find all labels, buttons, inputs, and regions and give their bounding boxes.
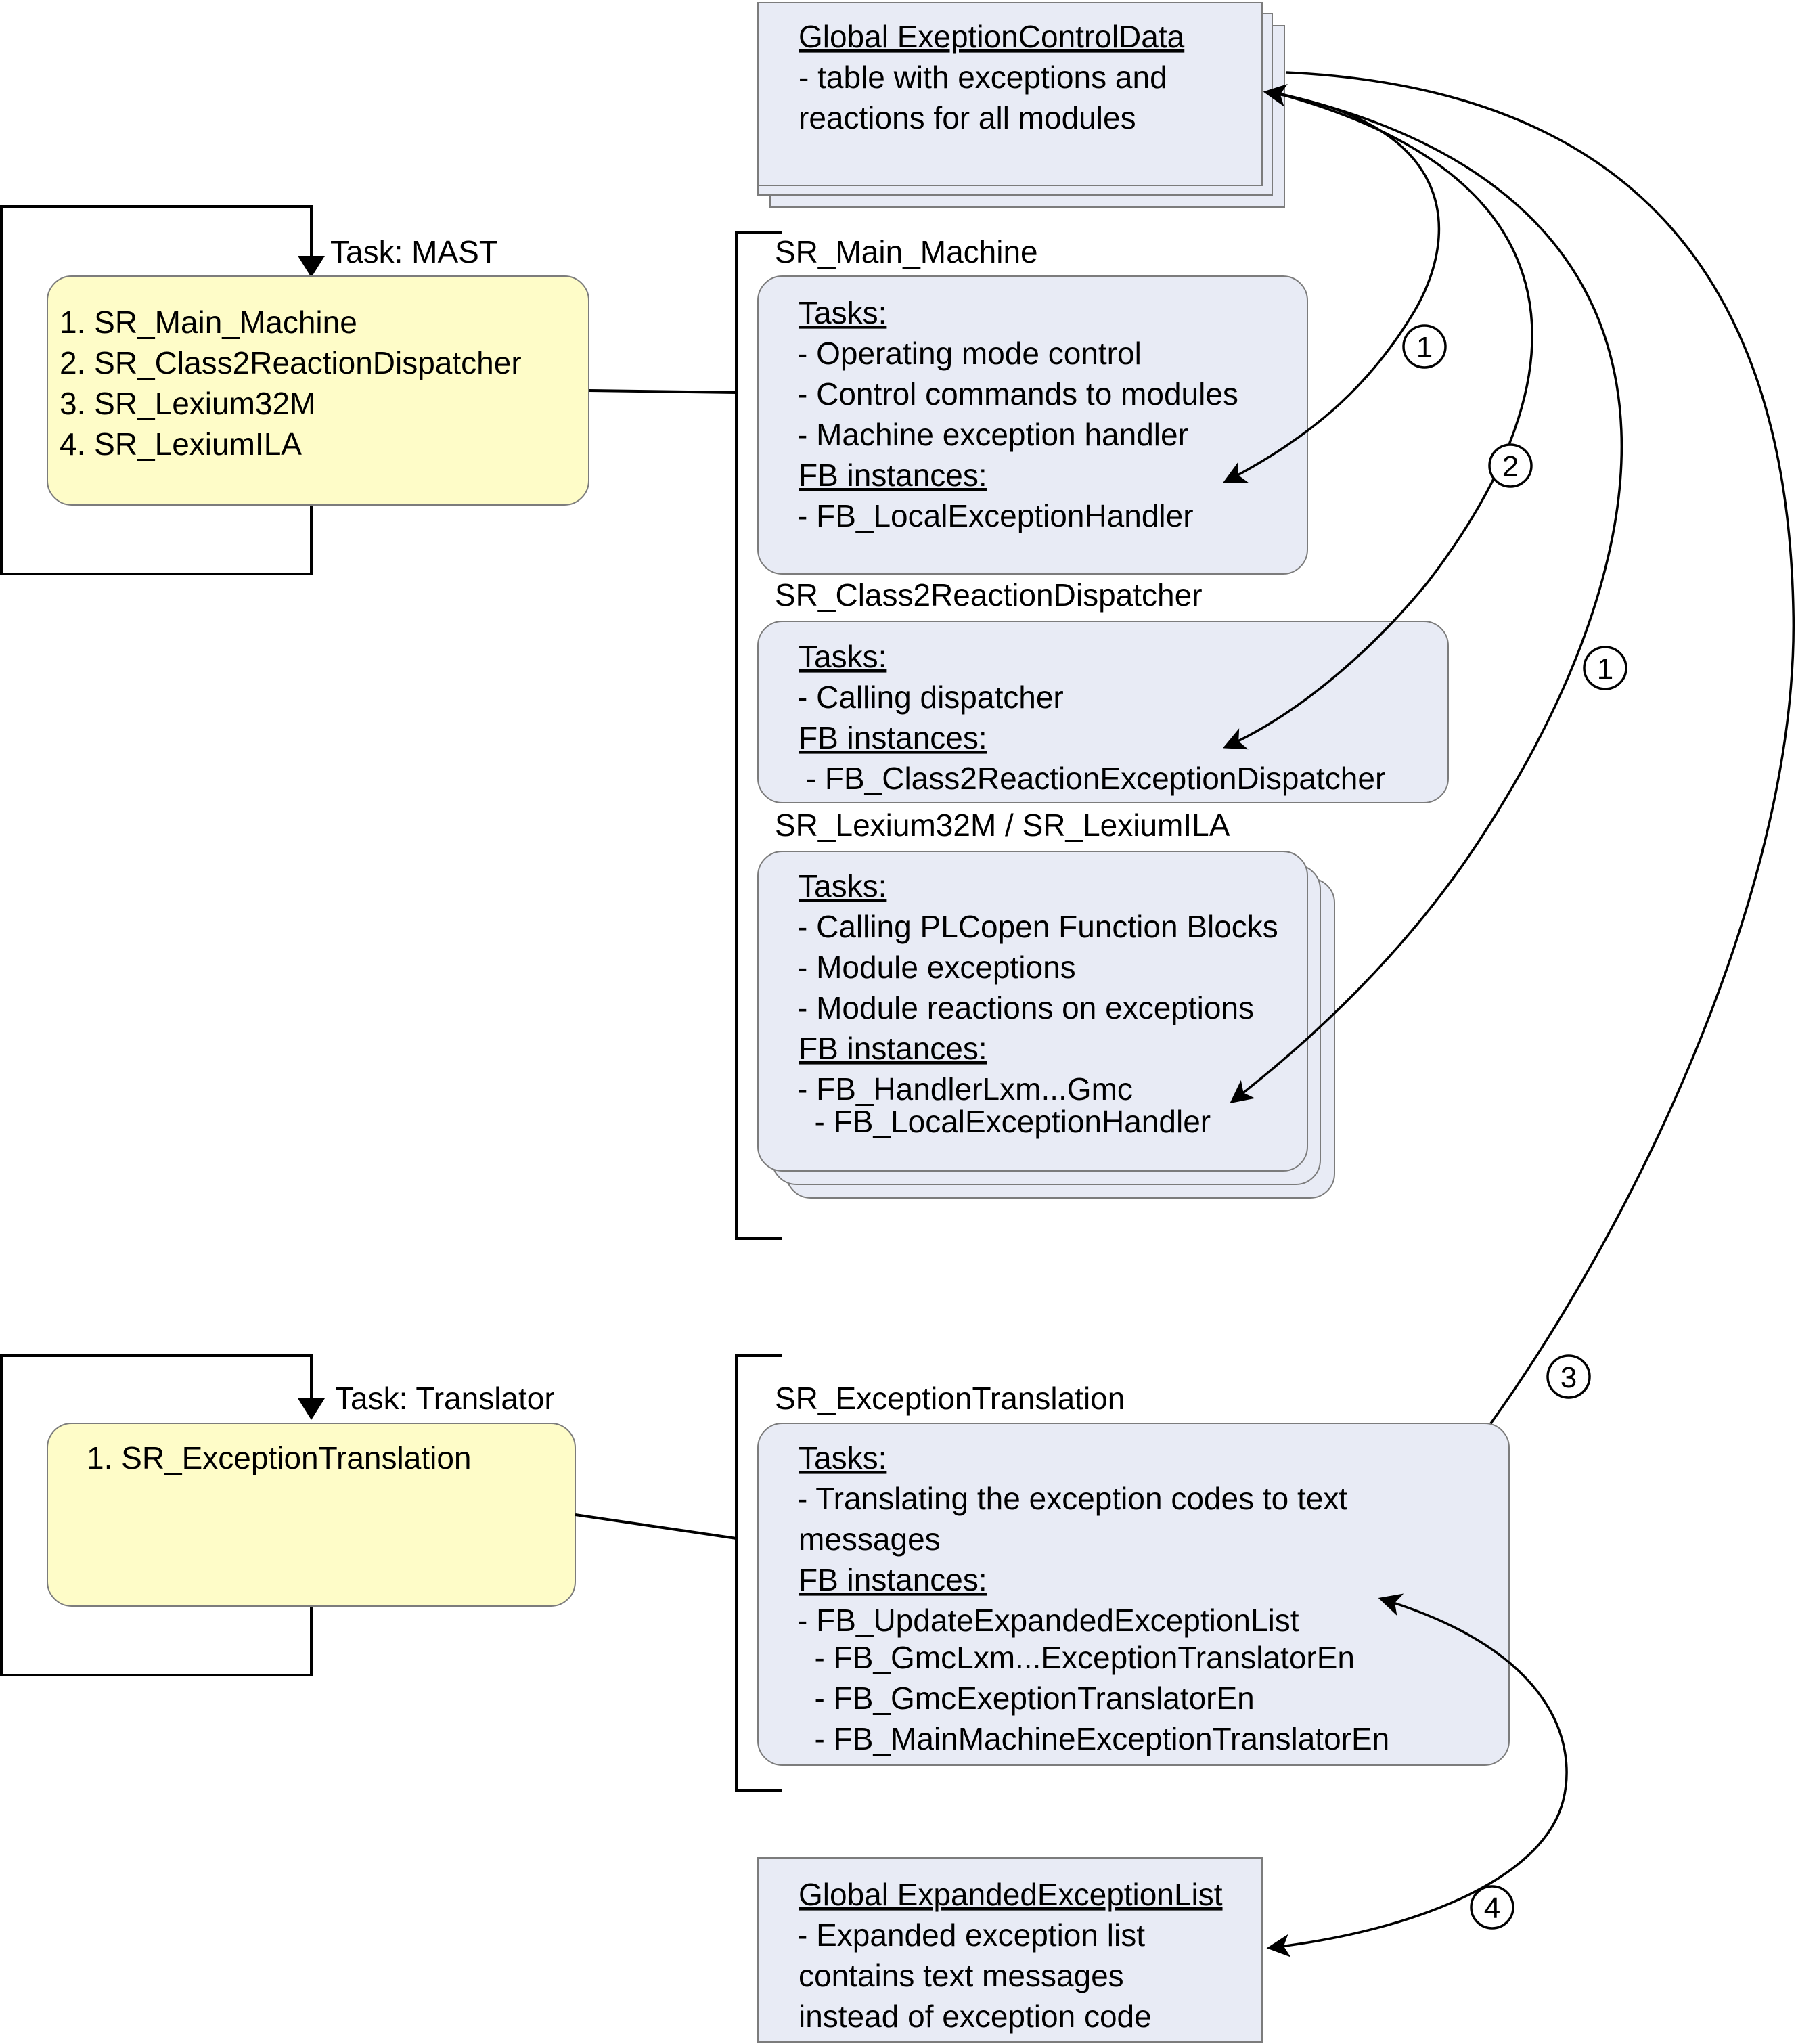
marker-4-label: 4 xyxy=(1484,1892,1500,1925)
translator-task-loop xyxy=(0,1354,313,1676)
translation-fb-2: - FB_GmcLxm...ExceptionTranslatorEn xyxy=(797,1640,1355,1675)
global-control-line-1: - table with exceptions and xyxy=(799,60,1167,95)
sr-main-machine-section: SR_Main_Machine Tasks: - Operating mode … xyxy=(757,234,1308,575)
arrow-3-translation-to-control xyxy=(1285,71,1795,1425)
dispatcher-fb-1: - FB_Class2ReactionExceptionDispatcher xyxy=(797,761,1385,796)
sr-exception-translation-section: SR_ExceptionTranslation Tasks: - Transla… xyxy=(757,1381,1510,1766)
lexium-box xyxy=(757,851,1308,1172)
global-expanded-line-2: contains text messages xyxy=(799,1958,1124,1993)
lexium-task-3: - Module reactions on exceptions xyxy=(797,990,1254,1025)
mast-loop-arrowhead xyxy=(298,256,325,277)
main-machine-fb-1: - FB_LocalExceptionHandler xyxy=(797,498,1194,533)
marker-2-dispatcher: 2 xyxy=(1488,443,1533,488)
marker-1b-label: 1 xyxy=(1597,652,1613,686)
main-machine-task-1: - Operating mode control xyxy=(797,336,1142,371)
mast-item-4: 4. SR_LexiumILA xyxy=(60,426,302,462)
lexium-task-2: - Module exceptions xyxy=(797,950,1076,985)
mast-item-2: 2. SR_Class2ReactionDispatcher xyxy=(60,345,522,380)
global-control-box xyxy=(757,2,1263,186)
translator-item-1: 1. SR_ExceptionTranslation xyxy=(87,1440,472,1475)
translation-task-1: - Translating the exception codes to tex… xyxy=(797,1481,1347,1516)
global-expanded-box xyxy=(757,1857,1263,2043)
main-machine-task-2: - Control commands to modules xyxy=(797,376,1238,412)
translator-connector xyxy=(575,1513,737,1540)
arrow-1-lexium xyxy=(1230,91,1623,1104)
marker-1a-label: 1 xyxy=(1416,331,1433,364)
lexium-fb-1: - FB_HandlerLxm...Gmc xyxy=(797,1071,1133,1107)
dispatcher-tasks-heading: Tasks: xyxy=(799,639,886,674)
global-expanded-title: Global ExpandedExceptionList xyxy=(799,1877,1223,1912)
translation-fb-3: - FB_GmcExeptionTranslatorEn xyxy=(797,1681,1255,1716)
dispatcher-title: SR_Class2ReactionDispatcher xyxy=(775,577,1203,613)
main-machine-title: SR_Main_Machine xyxy=(775,234,1038,269)
lexium-tasks-heading: Tasks: xyxy=(799,868,886,904)
lexium-task-1: - Calling PLCopen Function Blocks xyxy=(797,909,1278,944)
sr-lexium-section: SR_Lexium32M / SR_LexiumILA Tasks: - Cal… xyxy=(757,807,1335,1199)
global-expanded-line-3: instead of exception code xyxy=(799,1999,1152,2034)
marker-3-label: 3 xyxy=(1561,1361,1577,1394)
translation-fb-4: - FB_MainMachineExceptionTranslatorEn xyxy=(797,1721,1389,1756)
mast-bracket xyxy=(735,231,782,1240)
main-machine-fb-heading: FB instances: xyxy=(799,458,987,493)
global-control-line-2: reactions for all modules xyxy=(799,100,1136,135)
translation-title: SR_ExceptionTranslation xyxy=(775,1381,1125,1416)
arrow-4-expanded-list xyxy=(1266,1593,1568,1957)
translation-tasks-heading: Tasks: xyxy=(799,1440,886,1475)
marker-2-label: 2 xyxy=(1502,450,1519,483)
sr-dispatcher-section: SR_Class2ReactionDispatcher Tasks: - Cal… xyxy=(757,577,1449,803)
global-control-title: Global ExeptionControlData xyxy=(799,19,1185,54)
global-exception-control-data: Global ExeptionControlData - table with … xyxy=(757,2,1285,208)
translator-loop-arrowhead xyxy=(298,1398,325,1420)
marker-3-translation: 3 xyxy=(1546,1354,1591,1399)
translator-task-label: Task: Translator xyxy=(335,1381,555,1416)
marker-4-expanded: 4 xyxy=(1470,1885,1514,1930)
translator-task-group: Task: Translator 1. SR_ExceptionTranslat… xyxy=(0,1354,576,1676)
dispatcher-fb-heading: FB instances: xyxy=(799,720,987,755)
mast-task-loop xyxy=(0,205,313,575)
lexium-fb-heading: FB instances: xyxy=(799,1031,987,1066)
mast-item-1: 1. SR_Main_Machine xyxy=(60,305,357,340)
dispatcher-box xyxy=(757,621,1449,803)
dispatcher-task-1: - Calling dispatcher xyxy=(797,680,1064,715)
lexium-title: SR_Lexium32M / SR_LexiumILA xyxy=(775,807,1230,843)
translation-fb-heading: FB instances: xyxy=(799,1562,987,1597)
translation-fb-1: - FB_UpdateExpandedExceptionList xyxy=(797,1603,1299,1638)
marker-1-main-machine: 1 xyxy=(1402,324,1447,369)
mast-connector xyxy=(588,389,737,394)
translation-task-2: messages xyxy=(799,1521,941,1557)
mast-task-label: Task: MAST xyxy=(330,234,498,269)
main-machine-tasks-heading: Tasks: xyxy=(799,295,886,330)
mast-task-group: Task: MAST 1. SR_Main_Machine 2. SR_Clas… xyxy=(0,205,589,575)
marker-1-lexium: 1 xyxy=(1583,646,1627,690)
main-machine-box xyxy=(757,275,1308,575)
lexium-fb-2: - FB_LocalExceptionHandler xyxy=(797,1104,1211,1139)
mast-item-3: 3. SR_Lexium32M xyxy=(60,386,315,421)
main-machine-task-3: - Machine exception handler xyxy=(797,417,1188,452)
global-expanded-exception-list: Global ExpandedExceptionList - Expanded … xyxy=(757,1857,1263,2043)
global-expanded-line-1: - Expanded exception list xyxy=(797,1917,1145,1953)
translator-bracket xyxy=(735,1354,782,1792)
